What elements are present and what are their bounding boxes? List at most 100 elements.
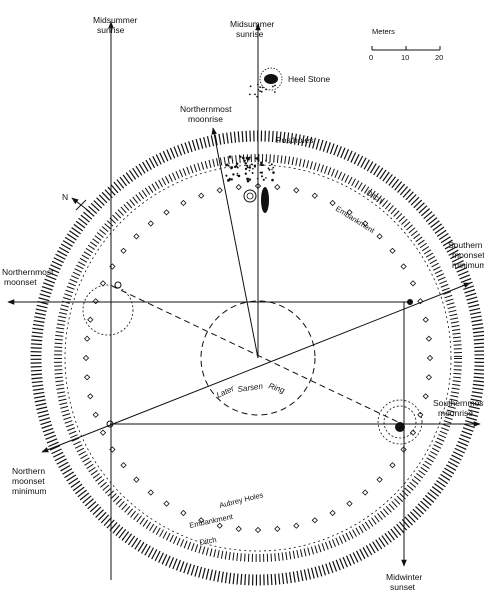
posthole-dot (228, 179, 231, 181)
label-southern-moonset-minimum: minimum (452, 260, 484, 270)
aubrey-hole (346, 209, 353, 216)
posthole-dot (245, 156, 249, 160)
heel-dot (259, 86, 261, 88)
heel-stone (259, 67, 283, 91)
scale-title: Meters (372, 27, 395, 36)
scale-tick-20: 20 (435, 53, 443, 62)
posthole-dot (250, 163, 253, 165)
posthole-dot (265, 159, 267, 162)
label-midwinter-sunset: sunset (390, 582, 416, 592)
moonset-minimum-diagonal (41, 282, 471, 453)
heel-dot (260, 90, 263, 93)
posthole-dot (239, 155, 242, 158)
aubrey-hole (163, 209, 170, 216)
posthole-dot (235, 165, 238, 168)
aubrey-hole (389, 462, 396, 469)
posthole-dot (246, 177, 249, 181)
posthole-dot (229, 156, 231, 159)
posthole-dot (267, 167, 270, 170)
north-arrow: N (62, 192, 91, 213)
aubrey-hole (409, 280, 417, 287)
posthole-dot (235, 162, 239, 165)
heel-dot (274, 84, 276, 87)
posthole-dot (251, 172, 254, 174)
heel-dot (265, 88, 267, 91)
aubrey-hole (254, 526, 262, 534)
posthole-dot (228, 155, 231, 158)
posthole-dot (246, 166, 249, 169)
posthole-dot (272, 172, 275, 174)
posthole-dot (270, 163, 273, 166)
label-later-sarsen-ring: Ring (267, 381, 286, 395)
posthole-dot (271, 168, 273, 171)
station-mounds (82, 281, 423, 445)
posthole-dot (268, 168, 271, 171)
label-postholes: Postholes (276, 135, 313, 145)
label-southernmost-moonrise: moonrise (438, 408, 473, 418)
posthole-dot (255, 157, 257, 160)
posthole-dot (260, 175, 264, 178)
posthole-dot (248, 169, 251, 172)
label-northern-moonset-minimum: moonset (12, 476, 45, 486)
aubrey-hole (274, 525, 281, 533)
posthole-dot (260, 171, 263, 174)
label-midsummer-sunrise-left: Midsummer (93, 15, 138, 25)
aubrey-hole (147, 489, 154, 496)
north-label: N (62, 192, 68, 202)
aubrey-hole (235, 183, 242, 191)
label-ditch-bottom: Ditch (199, 535, 217, 547)
posthole-dot (227, 164, 230, 167)
aubrey-hole (329, 199, 336, 207)
label-later-sarsen-ring: Sarsen (237, 381, 264, 394)
label-northernmost-moonrise: moonrise (188, 114, 223, 124)
label-northernmost-moonset: Northernmost (2, 267, 54, 277)
aubrey-hole (346, 500, 353, 507)
posthole-dot (244, 172, 247, 175)
posthole-dot (231, 159, 234, 161)
aubrey-hole (99, 429, 107, 436)
heel-dot (261, 86, 264, 89)
posthole-dot (268, 162, 270, 164)
label-embankment-bottom: Embankment (189, 512, 235, 530)
posthole-dot (248, 166, 252, 169)
posthole-dot (259, 171, 262, 174)
heel-dot (273, 91, 276, 93)
scale-tick-10: 10 (401, 53, 409, 62)
aubrey-hole (362, 489, 369, 496)
posthole-dot (236, 172, 239, 175)
posthole-dot (262, 178, 265, 181)
posthole-dot (241, 156, 245, 160)
label-southern-moonset-minimum: moonset (452, 250, 484, 260)
posthole-dot (252, 167, 254, 170)
posthole-dot (271, 178, 274, 182)
posthole-dot (243, 159, 246, 162)
posthole-dot (244, 167, 248, 171)
aubrey-hole (376, 476, 383, 483)
aubrey-hole (422, 316, 429, 323)
aubrey-hole (311, 517, 318, 524)
aubrey-hole (376, 233, 383, 240)
posthole-dot (265, 177, 267, 179)
aubrey-hole (400, 263, 407, 270)
aubrey-hole (82, 354, 90, 362)
aubrey-hole (83, 335, 91, 342)
posthole-dot (246, 164, 249, 167)
aubrey-hole (254, 182, 262, 190)
label-midsummer-sunrise-top: sunrise (236, 29, 264, 39)
posthole-dot (225, 174, 228, 177)
posthole-dot (225, 164, 228, 167)
aubrey-hole (198, 192, 205, 199)
aubrey-hole (311, 192, 318, 199)
aubrey-hole (180, 199, 187, 207)
aubrey-hole (389, 247, 396, 254)
aubrey-hole (362, 220, 369, 227)
aubrey-hole (133, 233, 140, 240)
aubrey-hole (92, 298, 99, 305)
aubrey-hole (133, 476, 140, 483)
postholes-cluster (225, 155, 275, 183)
heel-dot (259, 90, 261, 92)
entrance-stones (243, 187, 269, 213)
label-embankment-top: Embankment (334, 204, 377, 236)
aubrey-hole (163, 500, 170, 507)
aubrey-hole (92, 411, 99, 418)
